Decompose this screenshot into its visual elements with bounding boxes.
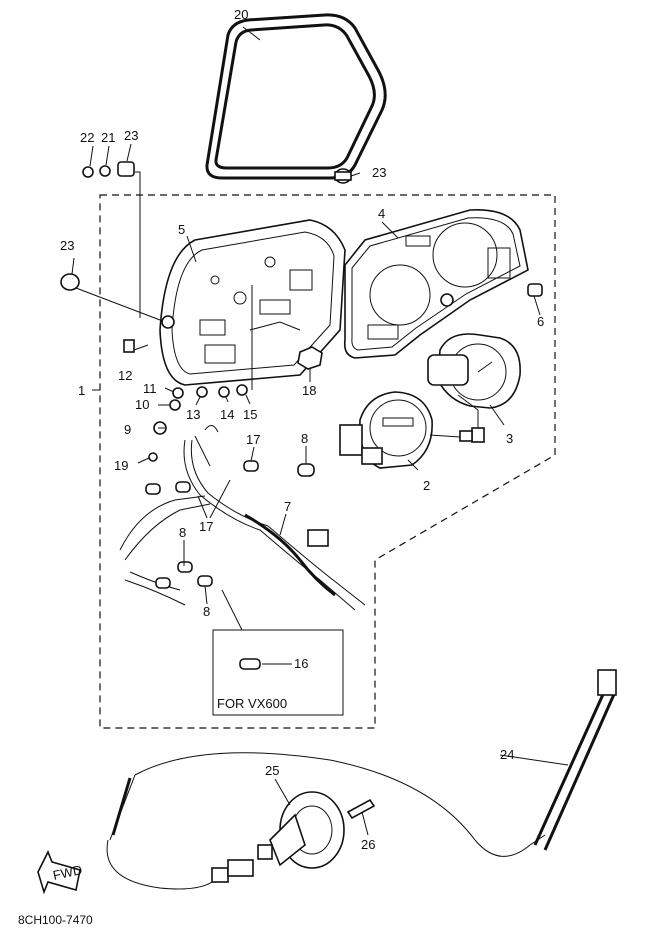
inset-box-frame [212,629,344,716]
small-hardware [60,161,248,462]
nut-18 [297,346,323,370]
speedometer-cable [106,669,617,890]
grommet-23-top [334,168,352,184]
label-part-11: 11 [143,381,157,396]
label-part-25: 25 [265,763,279,778]
tachometer [427,333,521,443]
label-part-14: 14 [220,407,234,422]
part-labels: 20 22 21 23 4 5 23 6 12 1 11 18 10 13 14… [18,7,544,927]
label-part-4: 4 [378,206,385,221]
label-part-15: 15 [243,407,257,422]
meter-cover [343,209,529,359]
label-part-9: 9 [124,422,131,437]
label-part-13: 13 [186,407,200,422]
label-part-23-top: 23 [372,165,386,180]
label-part-10: 10 [135,397,149,412]
label-part-17-bottom: 17 [199,519,213,534]
label-part-3: 3 [506,431,513,446]
label-part-21: 21 [101,130,115,145]
label-part-8-mid: 8 [179,525,186,540]
label-part-12: 12 [118,368,132,383]
label-part-2: 2 [423,478,430,493]
gasket-ring [205,13,387,180]
label-part-8-top: 8 [301,431,308,446]
label-part-5: 5 [178,222,185,237]
inset-box-caption: FOR VX600 [217,696,287,711]
label-part-1: 1 [78,383,85,398]
screw-6 [527,283,543,297]
gear-unit [257,791,345,869]
label-part-18: 18 [302,383,316,398]
label-part-17-top: 17 [246,432,260,447]
label-part-20: 20 [234,7,248,22]
label-part-23-upper: 23 [124,128,138,143]
label-part-8-bottom: 8 [203,604,210,619]
label-part-19: 19 [114,458,128,473]
fwd-arrow-text: FWD [52,862,84,883]
vx600-inset: FOR VX600 [212,589,344,716]
leader-lines [71,26,569,836]
bulbs [145,460,315,589]
drawing-code: 8CH100-7470 [18,913,93,927]
speedometer [339,391,473,469]
shaft-26 [346,798,376,820]
wire-harness [119,425,366,611]
fwd-arrow-icon: FWD [37,850,84,895]
label-part-22: 22 [80,130,94,145]
label-part-6: 6 [537,314,544,329]
label-part-16: 16 [294,656,308,671]
label-part-7: 7 [284,499,291,514]
label-part-23-left: 23 [60,238,74,253]
label-part-24: 24 [500,747,514,762]
label-part-26: 26 [361,837,375,852]
bulb-16 [239,658,261,670]
